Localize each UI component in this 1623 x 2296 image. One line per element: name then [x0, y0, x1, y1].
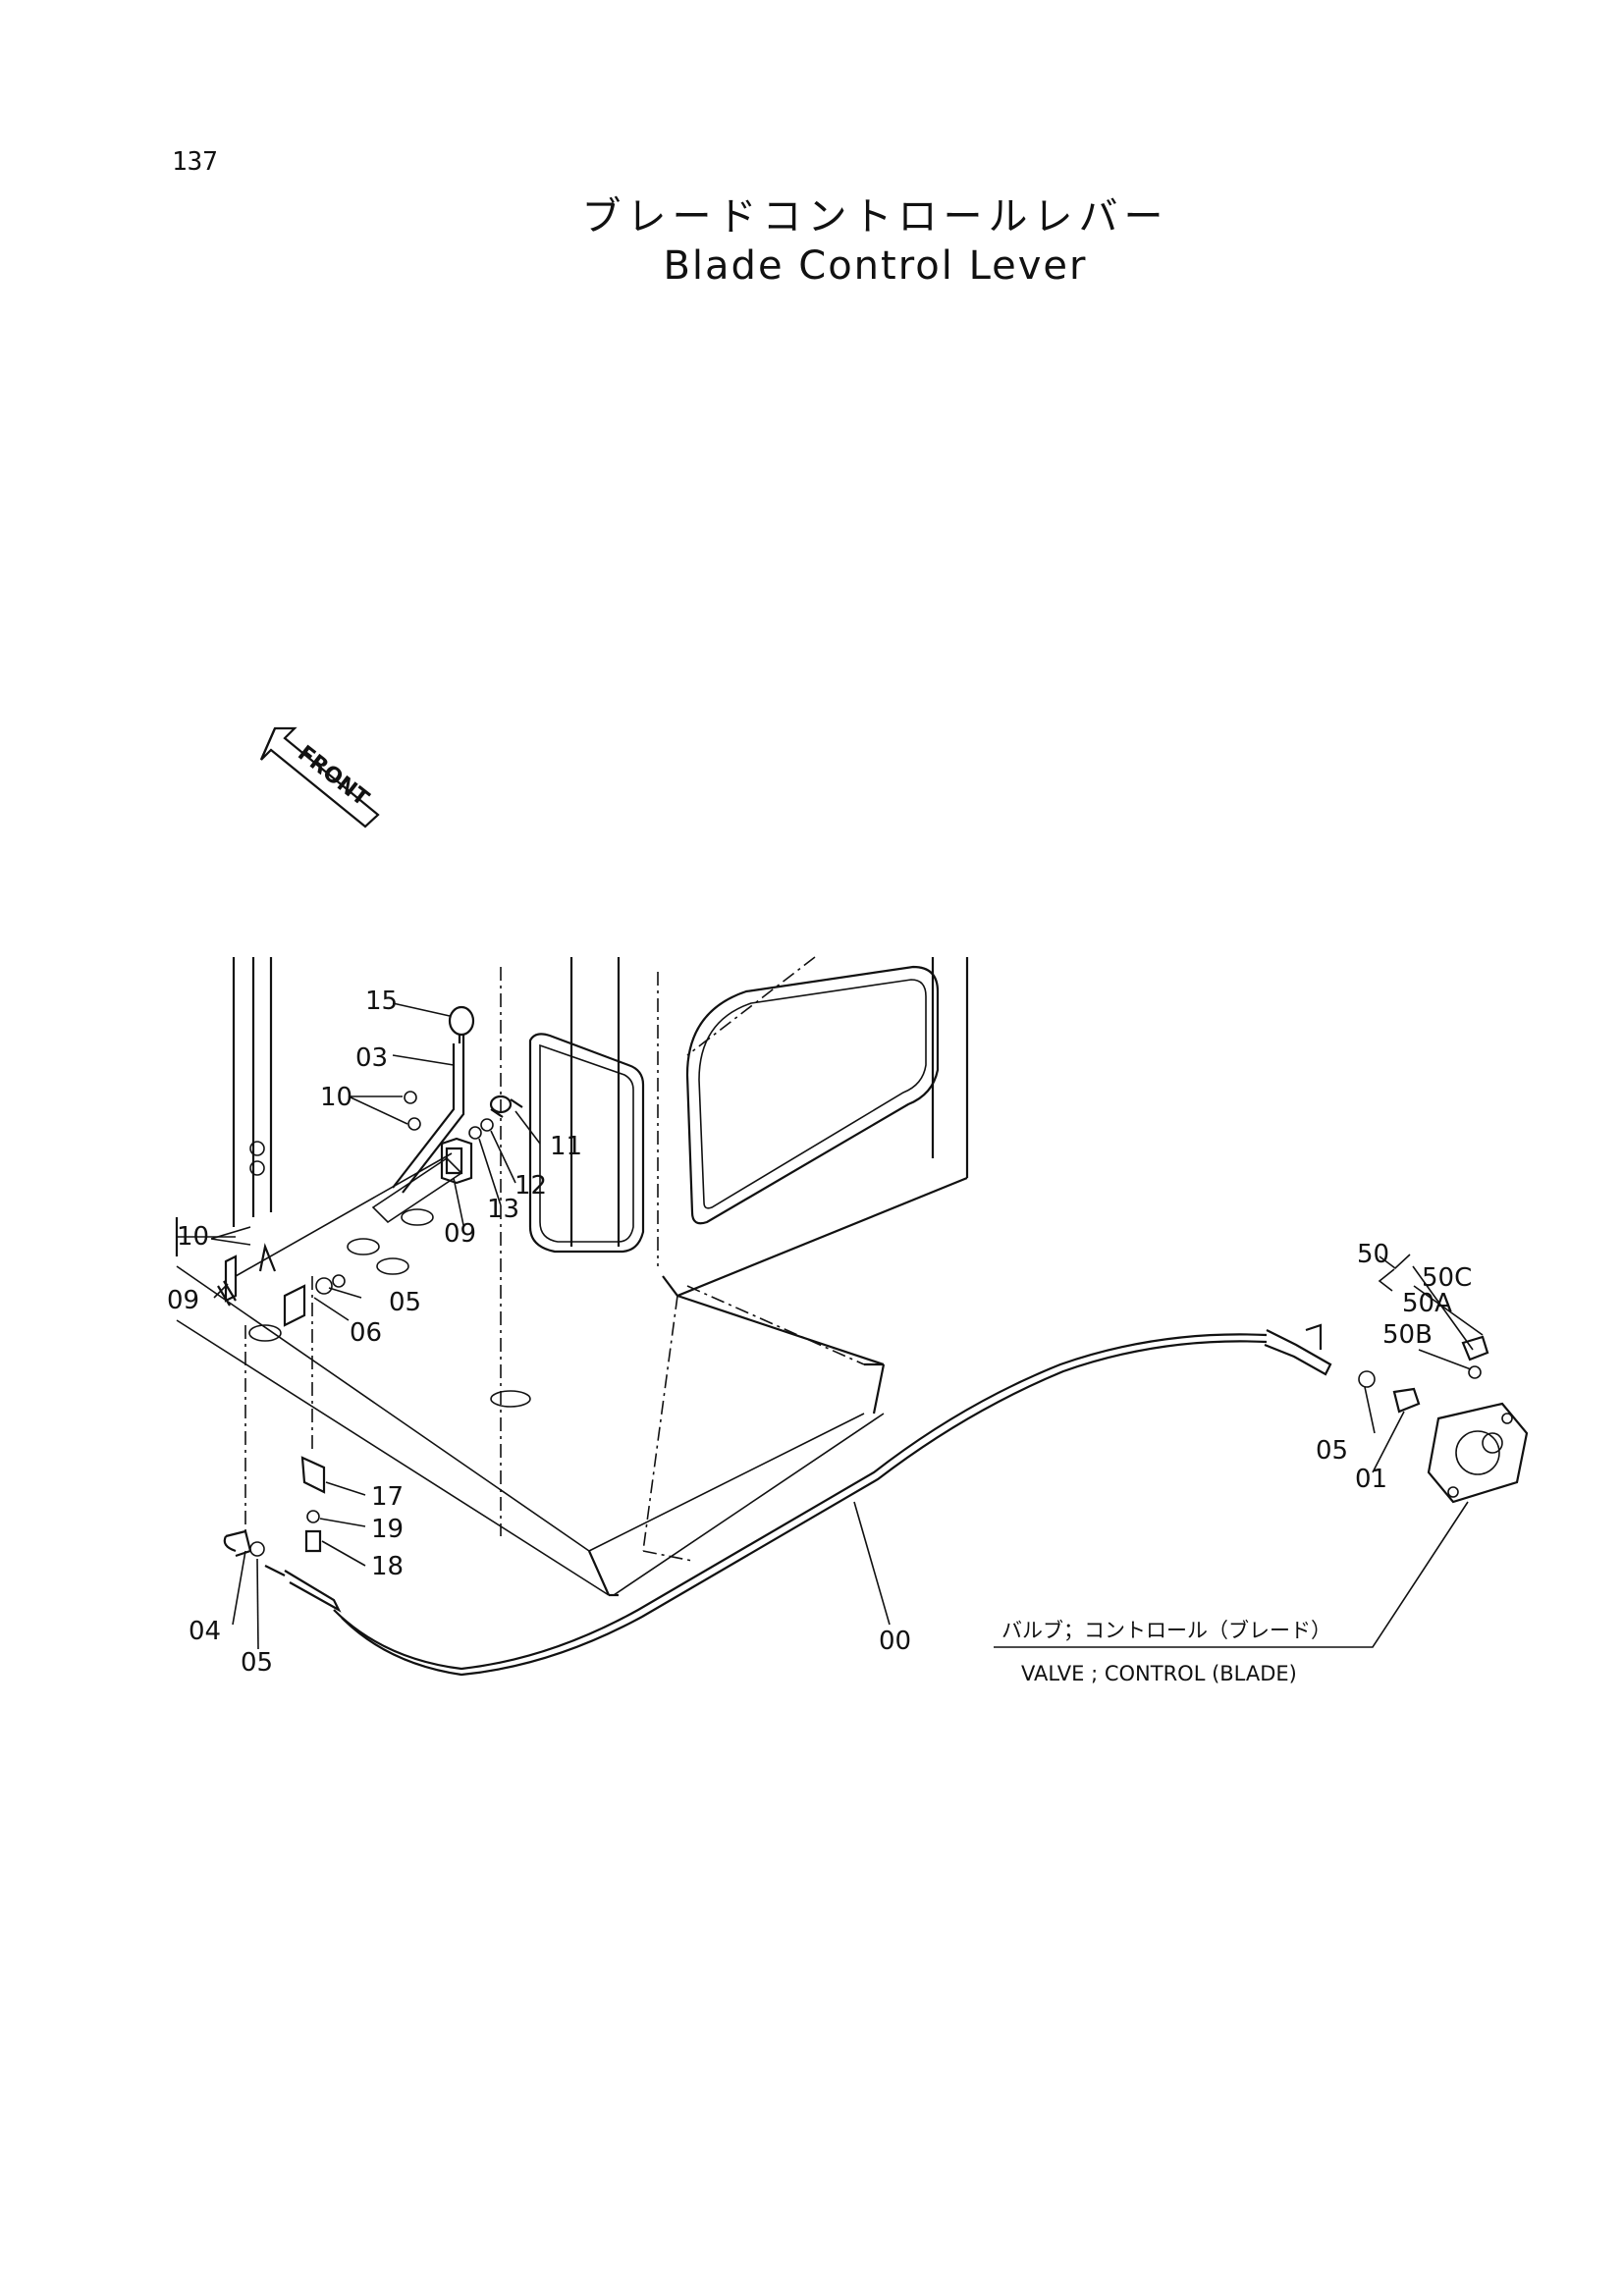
part-label: 05 [1316, 1436, 1348, 1466]
part-label: 06 [350, 1318, 382, 1348]
part-label: 18 [371, 1552, 404, 1581]
part-label: 15 [365, 987, 398, 1016]
part-label: 19 [371, 1515, 404, 1544]
control-cable [223, 1323, 1421, 1677]
control-valve [1427, 1335, 1529, 1504]
part-label: 50 [1357, 1240, 1389, 1269]
part-label: 09 [444, 1219, 476, 1249]
part-label: 12 [514, 1171, 547, 1201]
page-title: Blade Control Lever [663, 243, 1088, 289]
part-label: 05 [241, 1648, 273, 1678]
part-label: 10 [177, 1222, 209, 1252]
valve-callout-japanese: バルブ；コントロール（ブレード） [1001, 1619, 1331, 1642]
cab-outline [175, 956, 969, 1597]
part-label: 50A [1402, 1289, 1452, 1318]
part-label: 04 [189, 1617, 221, 1646]
valve-callout-english: VALVE ; CONTROL (BLADE) [1021, 1662, 1297, 1685]
part-label: 03 [355, 1043, 388, 1073]
cab-window-right [685, 965, 940, 1225]
leader-lines [210, 1002, 1484, 1650]
part-label: 17 [371, 1482, 404, 1512]
part-label: 50B [1382, 1320, 1433, 1350]
part-label: 05 [389, 1288, 421, 1317]
cab-window-left [528, 1033, 645, 1254]
part-label: 10 [320, 1083, 352, 1112]
lever-assembly [217, 1005, 531, 1553]
page-number: 137 [172, 147, 218, 177]
part-label: 13 [487, 1195, 519, 1224]
valve-callout: バルブ；コントロール（ブレード） VALVE ; CONTROL (BLADE) [1001, 1619, 1331, 1685]
part-labels: 15 03 10 10 11 12 13 09 09 05 06 17 19 1… [167, 987, 1472, 1678]
part-label: 11 [550, 1132, 582, 1161]
front-arrow-icon: FRONT [259, 726, 380, 828]
part-label: 50C [1422, 1263, 1472, 1293]
part-label: 00 [879, 1627, 911, 1656]
page-title-japanese: ブレードコントロールレバー [581, 194, 1169, 240]
part-label: 01 [1355, 1465, 1387, 1494]
part-label: 09 [167, 1286, 199, 1315]
